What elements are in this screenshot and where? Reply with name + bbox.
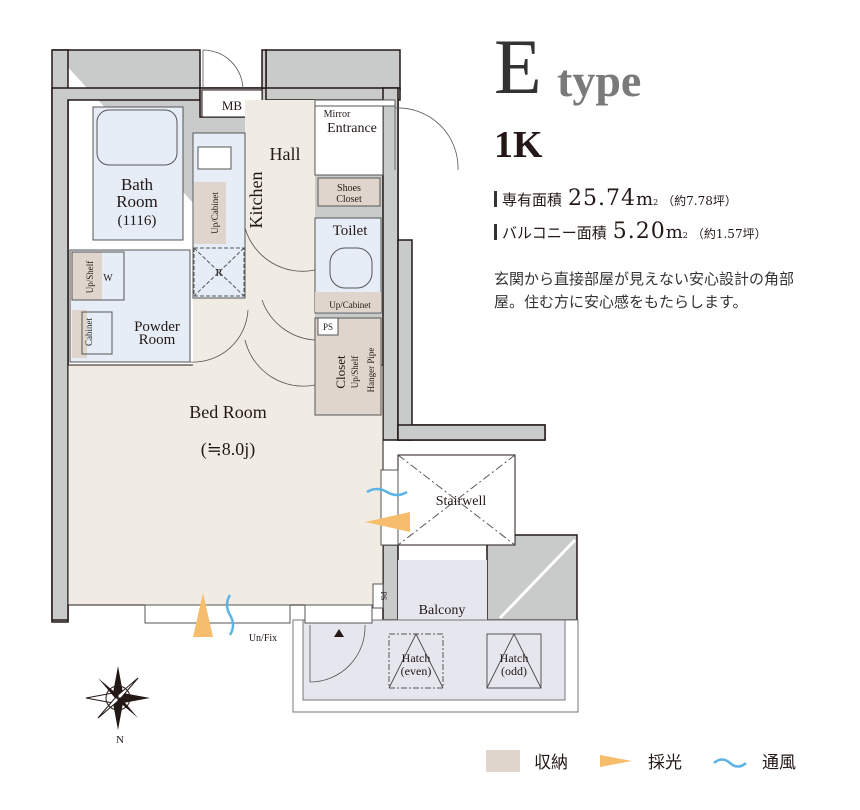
- area-unit-sup: 2: [653, 198, 659, 207]
- sink: [81, 311, 113, 355]
- ps-vertical-label: PS: [379, 592, 388, 601]
- area-unit-sup: 2: [682, 231, 688, 240]
- light-arrow-icon: [193, 593, 213, 637]
- stove: [197, 146, 232, 170]
- window-balcony[interactable]: [304, 604, 373, 624]
- mb-label: MB: [222, 98, 243, 113]
- area-value: 5.20: [612, 219, 666, 244]
- kitchen-cabinet: [194, 182, 226, 244]
- description: 玄関から直接部屋が見えない安心設計の角部屋。住む方に安心感をもたらします。: [494, 270, 795, 311]
- hatch-odd-label-1: Hatch: [500, 651, 529, 665]
- bedroom-size: (≒8.0j): [201, 439, 256, 460]
- area-label: 専有面積: [502, 191, 563, 209]
- area-tsubo: （約7.78坪）: [662, 194, 737, 208]
- wind-wave-icon: [366, 487, 408, 497]
- type-word: type: [557, 55, 642, 106]
- wind-wave-icon: [713, 757, 747, 768]
- wind-wave-icon: [225, 594, 235, 636]
- window-bottom[interactable]: [144, 604, 291, 624]
- bath-room: [92, 106, 184, 241]
- bath-label-2: Room: [116, 192, 158, 211]
- area-label: バルコニー面積: [502, 224, 607, 242]
- north-label: N: [116, 734, 124, 746]
- closet-label: Closet: [333, 355, 348, 389]
- hatch-even-label-1: Hatch: [402, 651, 431, 665]
- powder-label-2: Room: [139, 332, 176, 348]
- balcony-floor: [302, 619, 566, 701]
- entrance-label: Entrance: [327, 121, 377, 136]
- toilet-bowl: [329, 247, 373, 289]
- fridge-x: [193, 247, 245, 297]
- bullet-bar: [494, 190, 497, 207]
- bullet-bar: [494, 223, 497, 240]
- fridge-space: [193, 247, 245, 297]
- area-unit: m: [665, 222, 683, 243]
- light-arrow-icon: [365, 512, 410, 532]
- powder-cabinet: [72, 310, 87, 358]
- balcony-label: Balcony: [419, 603, 466, 618]
- door-swings: [189, 227, 316, 387]
- hanger-label: Hanger Pipe: [366, 348, 376, 393]
- legend-label: 通風: [762, 753, 796, 773]
- bath-label-1: Bath: [121, 175, 154, 194]
- legend-label: 採光: [648, 753, 682, 773]
- shoes-closet: [317, 177, 381, 207]
- stairwell-x: [397, 454, 516, 546]
- type-letter: E: [494, 23, 542, 110]
- stairwell-label: Stairwell: [436, 494, 487, 509]
- compass-icon: [85, 666, 150, 730]
- washer-label: W: [103, 273, 113, 284]
- window-side[interactable]: [380, 469, 399, 546]
- area-tsubo: （約1.57坪）: [691, 227, 767, 241]
- entrance-frame: [314, 99, 396, 107]
- balcony-door-swing: [309, 624, 366, 683]
- toilet-label: Toilet: [333, 223, 369, 239]
- area-value: 25.74: [568, 186, 636, 211]
- door-swing: [202, 49, 244, 91]
- closet-shelf-label: Up/Shelf: [350, 356, 360, 389]
- hatch-ladders: [388, 632, 542, 689]
- storage-swatch-icon: [486, 749, 520, 772]
- powder-cabinet-label: Cabinet: [84, 318, 94, 346]
- ps-box: [317, 317, 339, 336]
- layout-label: 1K: [494, 124, 543, 166]
- bath-size: (1116): [118, 213, 157, 229]
- entry-arrow-icon: [334, 629, 344, 637]
- bathtub: [96, 109, 178, 166]
- entrance: [314, 104, 384, 176]
- legend-storage: 収納: [486, 748, 568, 773]
- toilet-cabinet: [315, 292, 381, 312]
- legend-wind: 通風: [712, 748, 796, 773]
- kitchen-label: Kitchen: [246, 172, 266, 229]
- hatch-even-label-2: (even): [401, 664, 432, 678]
- hall-floor-lower: [193, 297, 315, 367]
- kitchen-cabinet-label: Up/Cabinet: [210, 192, 220, 234]
- entry-door[interactable]: [394, 105, 459, 171]
- light-arrow-icon: [600, 754, 632, 767]
- balcony-upper: [398, 560, 487, 620]
- toilet-cabinet-label: Up/Cabinet: [329, 300, 371, 310]
- ps-label: PS: [323, 322, 333, 332]
- shoes-label-1: Shoes: [337, 183, 361, 194]
- legend-light: 採光: [598, 748, 682, 773]
- ps-small: [372, 583, 384, 609]
- window-note: Un/Fix: [249, 633, 277, 644]
- area-unit: m: [636, 189, 654, 210]
- legend-label: 収納: [534, 753, 568, 773]
- powder-label-1: Powder: [134, 319, 180, 335]
- mirror-label: Mirror: [324, 109, 351, 120]
- bedroom-label: Bed Room: [189, 402, 267, 422]
- hall-label: Hall: [270, 144, 301, 164]
- shoes-label-2: Closet: [336, 194, 362, 205]
- wash-shelf: [72, 252, 102, 300]
- wash-shelf-label: Up/Shelf: [85, 261, 95, 294]
- washer-pan: [71, 251, 125, 301]
- fridge-label: R: [216, 268, 223, 279]
- hatch-odd-label-2: (odd): [501, 664, 527, 678]
- legend: 収納 採光 通風: [486, 748, 826, 773]
